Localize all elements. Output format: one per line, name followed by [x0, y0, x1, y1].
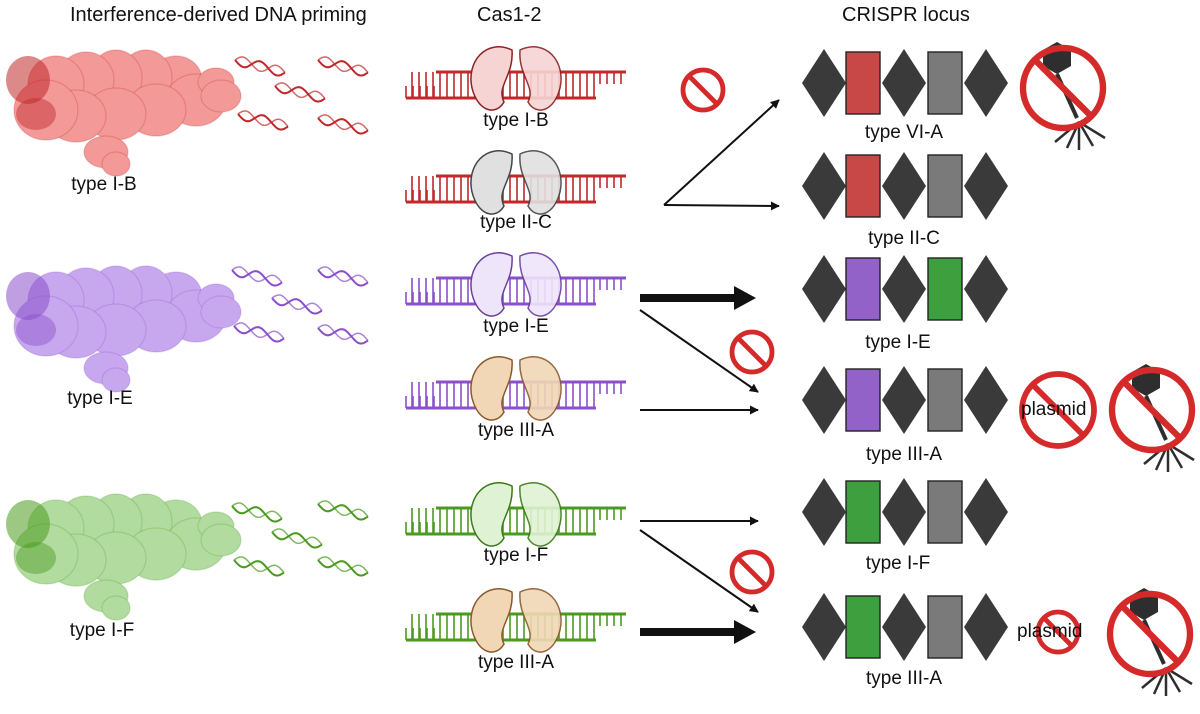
cascade-complex-type-I-B — [6, 49, 242, 177]
cas12-label-4: type III-A — [477, 420, 555, 441]
no-phage-sign-1 — [1019, 42, 1107, 150]
cas12-label-3: type I-E — [483, 316, 549, 337]
locus-label-2: type II-C — [868, 228, 940, 249]
dna-fragment-red-1 — [317, 56, 369, 77]
crispr-locus-6 — [802, 593, 1008, 661]
crispr-locus-3 — [802, 255, 1008, 323]
plasmid-label-1: plasmid — [1021, 399, 1087, 420]
crispr-locus-1 — [802, 49, 1008, 117]
crispr-locus-5 — [802, 478, 1008, 546]
cas12-complex-6 — [405, 588, 626, 653]
locus-label-6: type III-A — [865, 668, 943, 689]
no-sign-small-1 — [680, 67, 726, 113]
cas12-complex-2 — [405, 150, 626, 215]
dna-fragment-green-0 — [231, 502, 283, 523]
dna-fragment-purple-4 — [317, 324, 369, 345]
arrow-to-locus-6-diag — [639, 529, 759, 613]
cas12-label-5: type I-F — [483, 545, 549, 566]
cascade-label-1: type I-B — [71, 174, 137, 195]
dna-fragment-red-3 — [237, 110, 289, 131]
header-crispr-locus: CRISPR locus — [842, 4, 970, 26]
plasmid-label-2: plasmid — [1017, 621, 1083, 642]
cas12-complex-3 — [405, 252, 626, 317]
dna-fragment-purple-1 — [317, 266, 369, 287]
cascade-complex-type-I-F — [6, 493, 242, 621]
cascade-complex-type-I-E — [6, 265, 242, 393]
dna-fragment-purple-0 — [231, 266, 283, 287]
arrow-to-locus-1 — [663, 99, 780, 206]
dna-fragment-purple-2 — [271, 294, 323, 315]
cas12-complex-1 — [405, 46, 626, 111]
header-cas12: Cas1-2 — [477, 4, 542, 26]
cas12-label-2: type II-C — [480, 212, 552, 233]
dna-fragment-red-2 — [274, 82, 326, 103]
cascade-label-2: type I-E — [67, 388, 133, 409]
no-phage-sign-3 — [1106, 588, 1194, 696]
crispr-locus-4 — [802, 366, 1008, 434]
dna-fragment-red-0 — [234, 56, 286, 77]
dna-fragment-red-4 — [317, 114, 369, 135]
no-phage-sign-2 — [1108, 364, 1196, 472]
crispr-locus-2 — [802, 152, 1008, 220]
arrow-to-locus-2 — [663, 201, 780, 211]
cas12-complex-4 — [405, 356, 626, 421]
arrow-heavy-to-locus-6 — [640, 620, 756, 644]
arrow-to-locus-4-diag — [639, 309, 759, 393]
no-plasmid-sign-1 — [1019, 371, 1097, 449]
dna-fragment-green-4 — [317, 556, 369, 577]
no-sign-small-3 — [729, 549, 775, 595]
no-sign-small-plasmid-2 — [1035, 609, 1081, 655]
cascade-label-3: type I-F — [69, 620, 135, 641]
locus-label-3: type I-E — [865, 332, 931, 353]
locus-label-4: type III-A — [865, 444, 943, 465]
arrow-heavy-to-locus-3 — [640, 286, 756, 310]
dna-fragment-green-2 — [271, 528, 323, 549]
dna-fragment-green-3 — [233, 556, 285, 577]
locus-label-1: type VI-A — [864, 122, 944, 143]
dna-fragment-purple-3 — [233, 322, 285, 343]
locus-label-5: type I-F — [865, 553, 931, 574]
dna-fragment-green-1 — [317, 500, 369, 521]
cas12-label-6: type III-A — [477, 652, 555, 673]
cas12-label-1: type I-B — [483, 110, 549, 131]
no-sign-small-2 — [729, 329, 775, 375]
cas12-complex-5 — [405, 482, 626, 547]
header-priming: Interference-derived DNA priming — [70, 4, 367, 26]
